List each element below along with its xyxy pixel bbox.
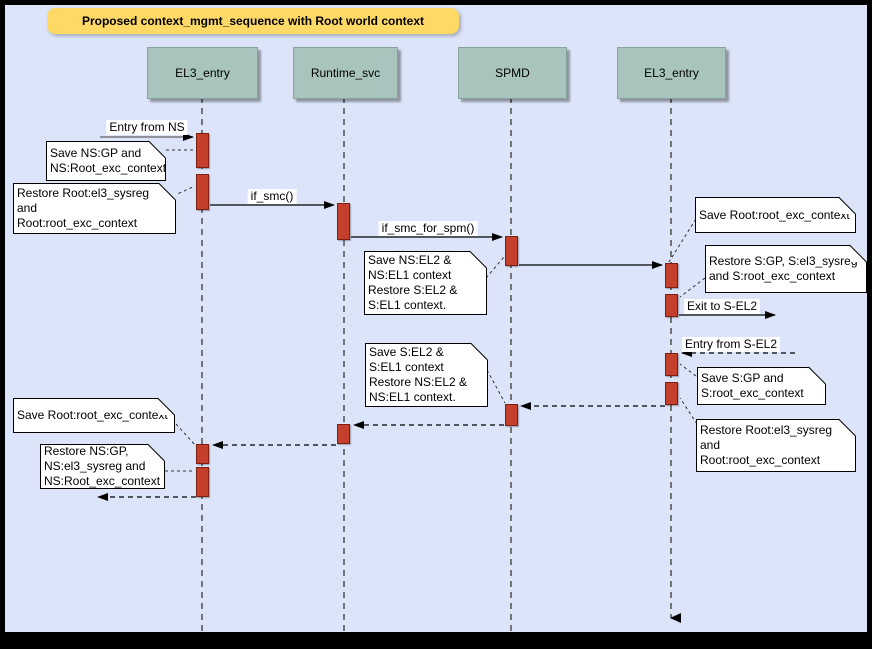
lifeline-label: EL3_entry (175, 66, 230, 80)
note-fold-icon (149, 141, 166, 158)
diagram-title: Proposed context_mgmt_sequence with Root… (47, 8, 459, 34)
note-text: Restore NS:GP, NS:el3_sysreg and NS:Root… (44, 444, 161, 488)
note-save-ns-gp: Save NS:GP and NS:Root_exc_context (46, 140, 167, 181)
note-fold-icon (839, 197, 856, 214)
note-restore-root-top-left: Restore Root:el3_sysreg and Root:root_ex… (13, 182, 176, 234)
activation-bar (196, 133, 209, 168)
activation-bar (196, 444, 209, 464)
note-fold-icon (850, 245, 867, 262)
note-save-root-left: Save Root:root_exc_context (13, 397, 175, 433)
note-save-s-el2: Save S:EL2 & S:EL1 context Restore NS:EL… (365, 342, 488, 407)
note-fold-icon (148, 444, 165, 461)
activation-bar (665, 353, 678, 376)
activation-bar (665, 263, 678, 288)
activation-bar (337, 203, 350, 240)
activation-bar (665, 382, 678, 405)
lifeline-label: Runtime_svc (310, 66, 381, 80)
message-label-entry-from-ns: Entry from NS (106, 120, 188, 135)
lifeline-header-el3-entry-left: EL3_entry (147, 47, 258, 99)
note-save-root-right: Save Root:root_exc_context (695, 196, 856, 233)
message-label-exit-to-s-el2: Exit to S-EL2 (683, 299, 761, 314)
lifeline-header-runtime-svc: Runtime_svc (293, 47, 398, 99)
message-label-if-smc-for-spm: if_smc_for_spm() (378, 221, 478, 236)
note-restore-root-bottom-right: Restore Root:el3_sysreg and Root:root_ex… (696, 418, 856, 472)
note-text: Restore S:GP, S:el3_sysreg and S:root_ex… (709, 254, 858, 283)
note-fold-icon (809, 367, 826, 384)
note-text: Restore Root:el3_sysreg and Root:root_ex… (17, 186, 150, 230)
lifeline-header-spmd: SPMD (458, 47, 567, 99)
activation-bar (505, 236, 518, 266)
note-text: Save S:EL2 & S:EL1 context Restore NS:EL… (369, 345, 468, 404)
diagram-canvas (5, 5, 867, 632)
solid-messages (100, 133, 776, 319)
message-label-if-smc: if_smc() (247, 189, 297, 204)
note-fold-icon (471, 343, 488, 360)
lifeline-label: SPMD (495, 66, 530, 80)
note-save-s-gp: Save S:GP and S:root_exc_context (697, 366, 826, 405)
note-fold-icon (158, 398, 175, 415)
note-text: Save S:GP and S:root_exc_context (701, 371, 804, 400)
note-connectors (165, 149, 706, 472)
note-restore-s-gp: Restore S:GP, S:el3_sysreg and S:root_ex… (705, 244, 867, 293)
note-text: Restore Root:el3_sysreg and Root:root_ex… (700, 423, 833, 467)
note-text: Save Root:root_exc_context (699, 207, 850, 222)
note-text: Save Root:root_exc_context (17, 408, 168, 422)
activation-bar (505, 404, 518, 426)
note-fold-icon (159, 183, 176, 200)
dashed-messages (97, 349, 795, 501)
lifeline-header-el3-entry-right: EL3_entry (617, 47, 726, 99)
note-text: Save NS:GP and NS:Root_exc_context (50, 146, 167, 175)
activation-bar (196, 174, 209, 210)
activation-bar (196, 467, 209, 497)
activation-bar (665, 294, 678, 317)
note-fold-icon (470, 251, 487, 268)
note-fold-icon (839, 419, 856, 436)
lifeline-label: EL3_entry (644, 66, 699, 80)
message-label-entry-from-s-el2: Entry from S-EL2 (681, 337, 781, 352)
activation-bar (337, 424, 350, 444)
note-text: Save NS:EL2 & NS:EL1 context Restore S:E… (368, 253, 458, 312)
note-restore-ns-gp: Restore NS:GP, NS:el3_sysreg and NS:Root… (40, 443, 165, 489)
note-save-ns-el2: Save NS:EL2 & NS:EL1 context Restore S:E… (364, 250, 487, 315)
